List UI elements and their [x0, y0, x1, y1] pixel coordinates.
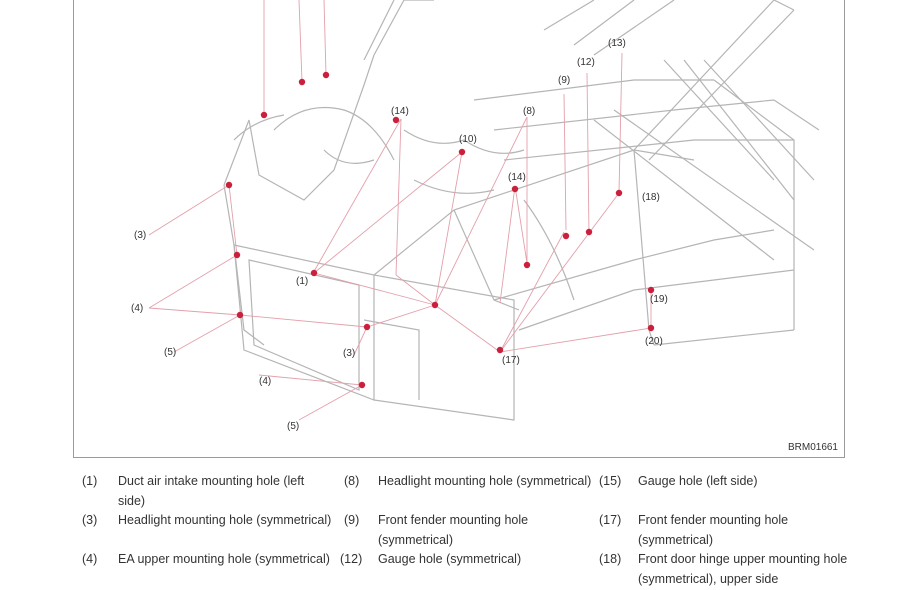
legend-text: Front fender mounting hole (symmetrical)	[638, 513, 789, 547]
legend-text: Gauge hole (left side)	[638, 474, 758, 488]
mounting-hole-markers	[225, 71, 655, 389]
legend-text: Duct air intake mounting hole (left side…	[118, 474, 305, 508]
legend-text: Front door hinge upper mounting hole (sy…	[638, 552, 848, 586]
callout-8: (8)	[523, 106, 536, 117]
legend-number: (15)	[599, 474, 622, 488]
callout-14-upper: (14)	[391, 106, 409, 117]
callout-19: (19)	[650, 294, 668, 305]
callout-1: (1)	[296, 276, 309, 287]
callout-20: (20)	[645, 336, 663, 347]
legend-number: (4)	[82, 552, 98, 566]
legend-number: (8)	[344, 474, 360, 488]
callout-4-center: (4)	[259, 376, 272, 387]
callout-leaders	[148, 0, 652, 421]
callout-3-center: (3)	[343, 348, 356, 359]
callout-18: (18)	[642, 192, 660, 203]
callout-5-left: (5)	[164, 347, 177, 358]
legend-number: (12)	[340, 552, 363, 566]
legend-text: Headlight mounting hole (symmetrical)	[378, 474, 592, 488]
legend-number: (1)	[82, 474, 98, 488]
callout-9: (9)	[558, 75, 571, 86]
figure-code: BRM01661	[787, 442, 838, 453]
legend-text: Headlight mounting hole (symmetrical)	[118, 513, 332, 527]
callout-17: (17)	[502, 355, 520, 366]
callout-10: (10)	[459, 134, 477, 145]
legend-number: (18)	[599, 552, 622, 566]
callout-3-left: (3)	[134, 230, 147, 241]
frame-drawing	[148, 0, 820, 421]
legend-number: (9)	[344, 513, 360, 527]
body-frame-diagram: (13) (12) (9) (14) (10) (8) (14) (18) (3…	[73, 0, 845, 458]
callout-4-left: (4)	[131, 303, 144, 314]
legend-text: Front fender mounting hole (symmetrical)	[378, 513, 529, 547]
legend-number: (17)	[599, 513, 622, 527]
callout-12: (12)	[577, 57, 595, 68]
callout-13: (13)	[608, 38, 626, 49]
callout-5-center: (5)	[287, 421, 300, 432]
frame-structure	[223, 0, 820, 421]
callout-14-lower: (14)	[508, 172, 526, 183]
legend-text: EA upper mounting hole (symmetrical)	[118, 552, 330, 566]
legend-number: (3)	[82, 513, 98, 527]
legend-text: Gauge hole (symmetrical)	[378, 552, 522, 566]
